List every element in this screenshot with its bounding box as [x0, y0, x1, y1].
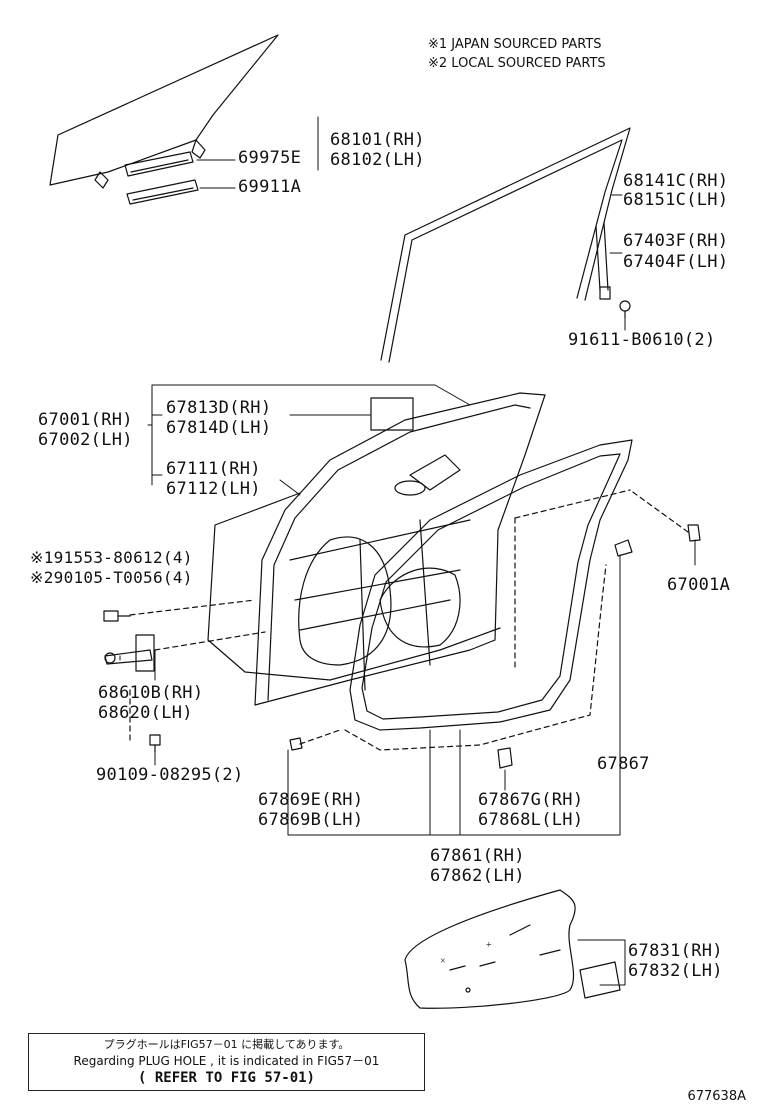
callout-67403f[interactable]: 67403F(RH) [623, 231, 729, 251]
svg-text:×: × [440, 956, 446, 967]
callout-90109[interactable]: 90109-08295(2) [96, 765, 244, 785]
callout-68102[interactable]: 68102(LH) [330, 150, 425, 170]
callout-68141c[interactable]: 68141C(RH) [623, 171, 729, 191]
callout-67001a[interactable]: 67001A [667, 575, 731, 595]
reference-note-box: プラグホールはFIG57－01 に掲載してあります。 Regarding PLU… [28, 1033, 425, 1091]
callout-67869b[interactable]: 67869B(LH) [258, 810, 364, 830]
callout-67867g[interactable]: 67867G(RH) [478, 790, 584, 810]
reference-link[interactable]: ( REFER TO FIG 57-01) [137, 1070, 315, 1086]
callout-67832[interactable]: 67832(LH) [628, 961, 723, 981]
callout-67002[interactable]: 67002(LH) [38, 430, 133, 450]
callout-67831[interactable]: 67831(RH) [628, 941, 723, 961]
callout-67862[interactable]: 67862(LH) [430, 866, 525, 886]
callout-67867[interactable]: 67867 [597, 754, 650, 774]
callout-91611[interactable]: 91611-B0610(2) [568, 330, 716, 350]
door-check-drawing [103, 599, 266, 753]
leader-lines [119, 116, 696, 986]
door-glass-drawing [49, 34, 279, 205]
callout-69975e[interactable]: 69975E [238, 148, 302, 168]
weatherstrip-drawing [344, 439, 633, 751]
svg-text:+: + [486, 940, 492, 951]
callout-67112[interactable]: 67112(LH) [166, 479, 261, 499]
callout-68151c[interactable]: 68151C(LH) [623, 190, 729, 210]
door-panel-drawing [207, 392, 546, 706]
callout-67813d[interactable]: 67813D(RH) [166, 398, 272, 418]
callout-67868l[interactable]: 67868L(LH) [478, 810, 584, 830]
callout-67001[interactable]: 67001(RH) [38, 410, 133, 430]
callout-67869e[interactable]: 67869E(RH) [258, 790, 364, 810]
service-cover-drawing: × + [404, 889, 621, 1009]
callout-68101[interactable]: 68101(RH) [330, 130, 425, 150]
callout-90105[interactable]: ※290105-T0056(4) [30, 568, 193, 587]
reference-line-japanese: プラグホールはFIG57－01 に掲載してあります。 [103, 1038, 350, 1051]
callout-67404f[interactable]: 67404F(LH) [623, 252, 729, 272]
cover-drawing [370, 397, 414, 431]
diagram-id: 677638A [687, 1089, 746, 1104]
callout-67861[interactable]: 67861(RH) [430, 846, 525, 866]
callout-91553[interactable]: ※191553-80612(4) [30, 548, 193, 567]
callout-68620[interactable]: 68620(LH) [98, 703, 193, 723]
note-japan-sourced: ※1 JAPAN SOURCED PARTS [428, 37, 602, 52]
callout-69911a[interactable]: 69911A [238, 177, 302, 197]
glass-run-drawing [380, 127, 631, 363]
reference-line-english: Regarding PLUG HOLE , it is indicated in… [73, 1054, 380, 1068]
callout-68610b[interactable]: 68610B(RH) [98, 683, 204, 703]
clips-drawing [289, 489, 701, 769]
callout-67111[interactable]: 67111(RH) [166, 459, 261, 479]
callout-67814d[interactable]: 67814D(LH) [166, 418, 272, 438]
note-local-sourced: ※2 LOCAL SOURCED PARTS [428, 56, 606, 71]
